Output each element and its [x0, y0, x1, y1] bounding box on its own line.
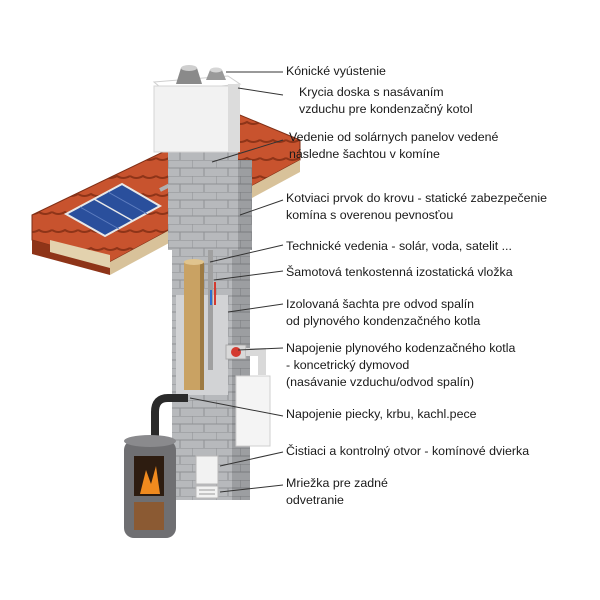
stove-flue: [151, 394, 188, 440]
chimney-cap: [152, 75, 242, 153]
label-boiler-connection: Napojenie plynového kodenzačného kotla -…: [286, 341, 516, 389]
label-chamotte-liner: Šamotová tenkostenná izostatická vložka: [286, 265, 513, 279]
cleaning-door: [195, 455, 219, 485]
chamotte-liner: [184, 259, 204, 390]
solar-panel: [63, 182, 163, 238]
conical-outlet: [176, 65, 226, 84]
vent-grille: [195, 485, 219, 499]
boiler: [225, 344, 271, 447]
leader-lines: [189, 71, 284, 493]
label-anchor: Kotviaci prvok do krovu - statické zabez…: [286, 191, 548, 222]
label-insulated-shaft: Izolovaná šachta pre odvod spalín od ply…: [286, 297, 481, 328]
label-tech-lines: Technické vedenia - solár, voda, satelit…: [286, 239, 512, 253]
chimney-top: [168, 150, 252, 250]
label-conical-outlet: Kónické vyústenie: [286, 64, 386, 78]
label-vent-grille: Mriežka pre zadné odvetranie: [286, 476, 388, 507]
tech-pipes: [208, 250, 213, 370]
stove: [124, 435, 176, 538]
label-cover-plate: Krycia doska s nasávaním vzduchu pre kon…: [299, 85, 473, 116]
label-cleaning-door: Čistiaci a kontrolný otvor - komínové dv…: [286, 444, 530, 458]
label-stove-connection: Napojenie piecky, krbu, kachl.pece: [286, 407, 477, 421]
label-solar-conduit: Vedenie od solárnych panelov vedené násl…: [289, 130, 499, 161]
